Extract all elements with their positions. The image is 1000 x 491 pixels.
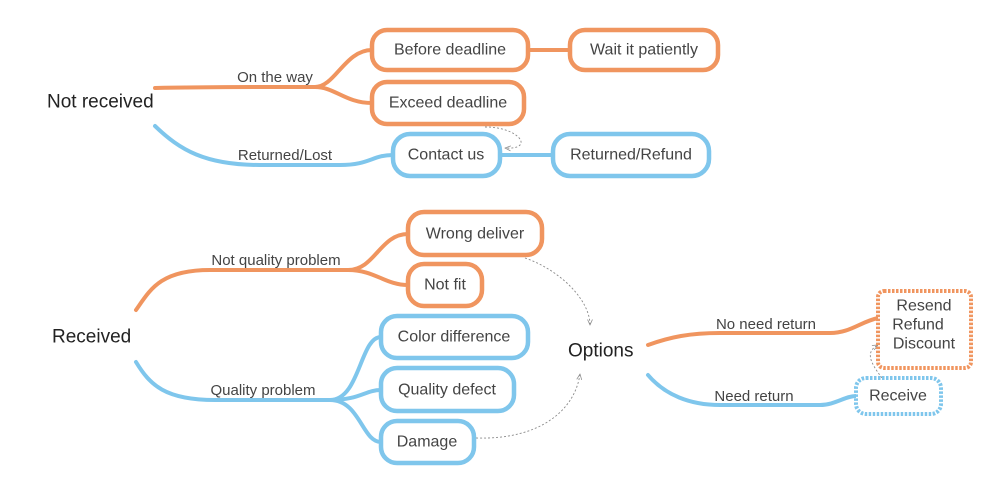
label-quality-problem: Quality problem: [210, 382, 315, 399]
node-quality-defect[interactable]: Quality defect: [378, 365, 517, 414]
branch-quality-defect: [328, 388, 383, 402]
node-returned-refund[interactable]: Returned/Refund: [550, 131, 712, 179]
relationship-damage-to-options: [475, 374, 580, 439]
node-exceed-deadline[interactable]: Exceed deadline: [369, 79, 527, 127]
svg-text:Receive: Receive: [869, 388, 927, 405]
root-received: Received: [52, 327, 131, 348]
node-color-difference[interactable]: Color difference: [378, 313, 531, 361]
branch-no-need-return: [646, 316, 880, 347]
svg-text:Color difference: Color difference: [398, 329, 511, 346]
node-wait-it-patiently[interactable]: Wait it patiently: [567, 27, 721, 73]
option-discount: Discount: [893, 336, 956, 353]
branches: [134, 48, 880, 444]
branch-need-return: [646, 373, 858, 407]
node-contact-us[interactable]: Contact us: [390, 131, 503, 179]
relationships: [475, 126, 883, 439]
node-not-fit[interactable]: Not fit: [405, 261, 485, 309]
option-resend: Resend: [896, 298, 951, 315]
relationship-exceed-to-contact: [484, 126, 522, 148]
svg-text:Not fit: Not fit: [424, 277, 466, 294]
relationship-receive-to-options-result: [869, 345, 883, 379]
branch-not-quality-problem: [134, 232, 410, 312]
branch-on-the-way: [153, 48, 374, 90]
svg-text:Wrong deliver: Wrong deliver: [426, 226, 525, 243]
node-before-deadline[interactable]: Before deadline: [369, 27, 531, 73]
node-wrong-deliver[interactable]: Wrong deliver: [405, 209, 545, 258]
branch-damage: [328, 398, 383, 444]
label-not-quality-problem: Not quality problem: [211, 252, 340, 269]
relationship-wrong-deliver-to-options: [524, 257, 590, 325]
node-damage[interactable]: Damage: [378, 418, 477, 466]
root-options: Options: [568, 341, 633, 362]
svg-text:Returned/Refund: Returned/Refund: [570, 147, 692, 164]
label-no-need-return: No need return: [716, 316, 816, 333]
branch-not-fit: [346, 268, 410, 287]
label-on-the-way: On the way: [237, 69, 313, 86]
svg-text:Before deadline: Before deadline: [394, 42, 506, 59]
node-receive[interactable]: Receive: [854, 376, 943, 416]
svg-text:Contact us: Contact us: [408, 147, 484, 164]
label-returned-lost: Returned/Lost: [238, 147, 333, 164]
label-need-return: Need return: [714, 388, 793, 405]
node-no-need-return-options[interactable]: Resend Refund Discount: [876, 289, 973, 370]
branch-returned-lost: [153, 124, 395, 167]
svg-text:Wait it patiently: Wait it patiently: [590, 42, 698, 59]
svg-text:Exceed deadline: Exceed deadline: [389, 95, 507, 112]
svg-text:Damage: Damage: [397, 434, 458, 451]
branch-exceed-deadline: [313, 85, 374, 105]
svg-text:Quality defect: Quality defect: [398, 382, 496, 399]
root-not-received: Not received: [47, 92, 154, 113]
option-refund: Refund: [892, 317, 944, 334]
